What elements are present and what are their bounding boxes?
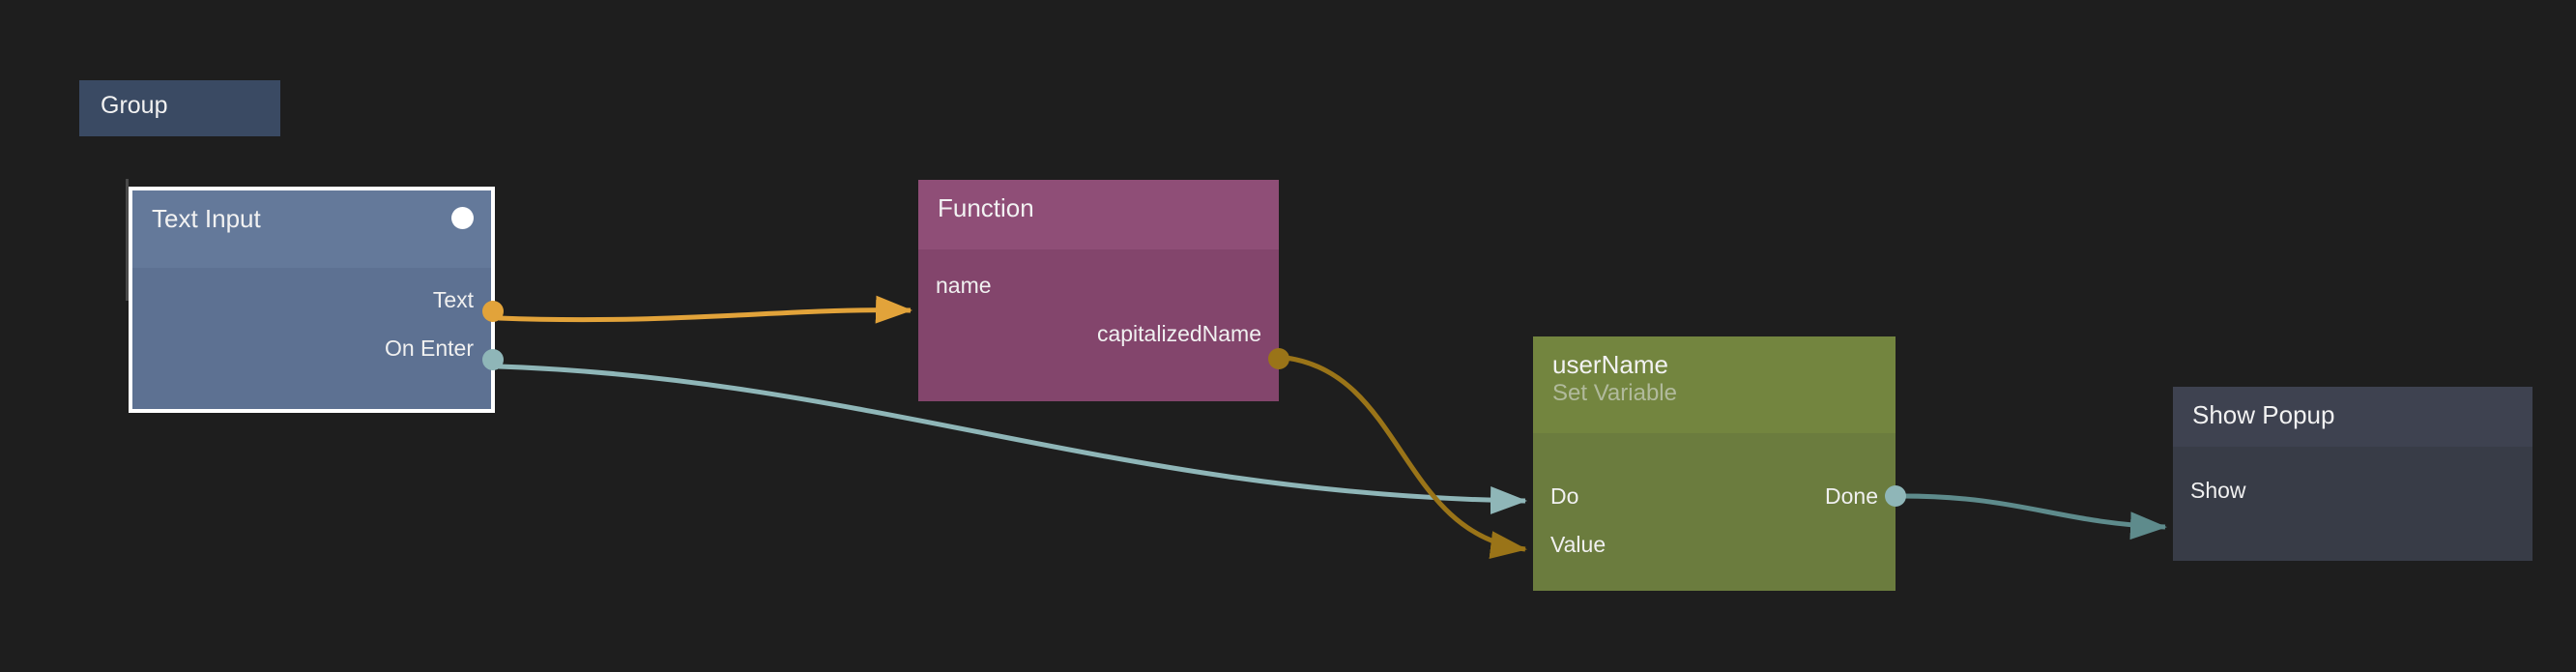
node-function-header: Function <box>918 180 1279 249</box>
node-function-body: name capitalizedName <box>918 249 1279 401</box>
node-show-popup-title: Show Popup <box>2192 400 2335 429</box>
port-row-value-input[interactable]: Value <box>1533 530 1896 559</box>
node-text-input-header: Text Input <box>132 190 491 268</box>
node-function-title: Function <box>938 193 1034 222</box>
port-label-show: Show <box>2190 477 2246 503</box>
node-group-title: Group <box>101 92 168 119</box>
port-row-done-output[interactable]: Done <box>1533 482 1896 511</box>
port-label-text: Text <box>432 286 474 312</box>
port-row-show-input[interactable]: Show <box>2173 476 2533 505</box>
node-group[interactable]: Group <box>79 80 280 136</box>
node-set-variable-body: Do Done Value <box>1533 433 1896 591</box>
port-label-on-enter: On Enter <box>384 335 474 361</box>
port-row-do-input[interactable]: Do <box>1533 482 1896 511</box>
port-label-do: Do <box>1550 482 1579 509</box>
port-label-capitalizedname: capitalizedName <box>1096 320 1261 346</box>
group-tree-vertical-line <box>126 179 129 301</box>
port-row-capitalizedname-output[interactable]: capitalizedName <box>918 319 1279 348</box>
wire-text-to-name <box>498 295 912 324</box>
port-knob-capitalizedname-output[interactable] <box>1268 348 1289 369</box>
node-text-input-title: Text Input <box>152 204 261 233</box>
port-knob-done-output[interactable] <box>1885 485 1906 507</box>
node-group-header: Group <box>79 80 280 121</box>
port-label-value: Value <box>1550 531 1606 557</box>
node-set-variable-title: userName <box>1552 350 1668 379</box>
port-knob-on-enter-output[interactable] <box>482 349 504 370</box>
node-set-variable-subtitle: Set Variable <box>1552 379 1677 406</box>
port-label-done: Done <box>1825 482 1878 509</box>
active-dot-icon <box>451 207 474 229</box>
port-label-name: name <box>936 272 992 298</box>
node-text-input[interactable]: Text Input Text On Enter <box>129 187 504 413</box>
wire-capitalizedname-to-value <box>1285 355 1527 559</box>
port-row-text-output[interactable]: Text <box>132 285 491 314</box>
port-row-name-input[interactable]: name <box>918 271 1279 300</box>
wire-done-to-show <box>1901 493 2167 541</box>
port-knob-text-output[interactable] <box>482 301 504 322</box>
node-show-popup[interactable]: Show Popup Show <box>2173 387 2533 561</box>
node-show-popup-header: Show Popup <box>2173 387 2533 447</box>
node-text-input-body: Text On Enter <box>132 268 491 409</box>
node-function[interactable]: Function name capitalizedName <box>918 180 1289 401</box>
port-row-on-enter-output[interactable]: On Enter <box>132 334 491 363</box>
node-set-variable[interactable]: userName Set Variable Do Done Value <box>1533 336 1906 591</box>
node-show-popup-body: Show <box>2173 447 2533 561</box>
node-set-variable-header: userName Set Variable <box>1533 336 1896 433</box>
